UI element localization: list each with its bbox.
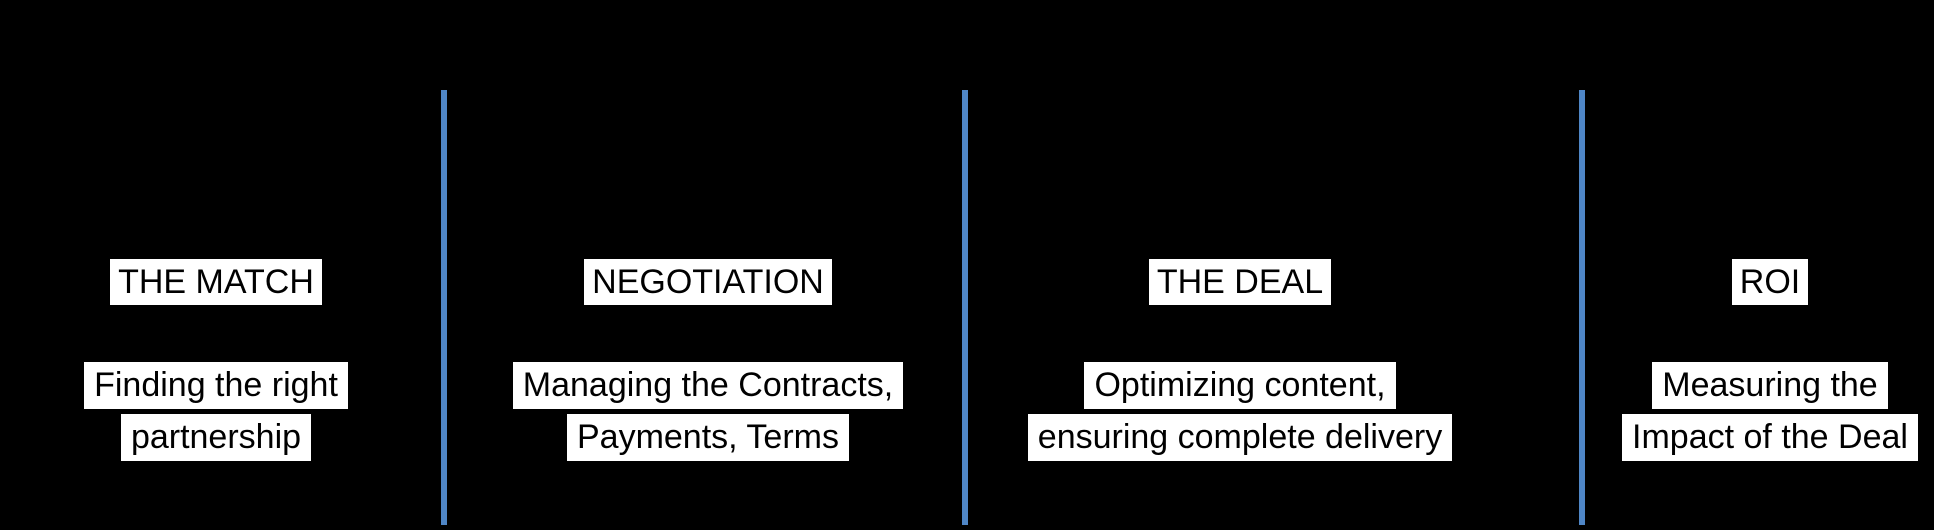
divider-line	[1579, 90, 1585, 525]
phase-description-line: Finding the right	[84, 362, 348, 409]
phase-description: Finding the right partnership	[0, 362, 476, 461]
phase-title-label: ROI	[1731, 259, 1809, 305]
phase-description-line: Optimizing content,	[1084, 362, 1396, 409]
phase-title: THE DEAL	[980, 259, 1500, 305]
phase-description-line: Impact of the Deal	[1622, 414, 1918, 461]
phase-title-label: THE MATCH	[110, 259, 322, 305]
phase-description: Measuring the Impact of the Deal	[1510, 362, 1934, 461]
phase-description-line: ensuring complete delivery	[1027, 414, 1453, 461]
phase-roi: ROI Measuring the Impact of the Deal	[1510, 0, 1934, 530]
divider-line	[962, 90, 968, 525]
phase-title: NEGOTIATION	[448, 259, 968, 305]
phase-description-line: Payments, Terms	[566, 414, 849, 461]
phase-description: Optimizing content, ensuring complete de…	[980, 362, 1500, 461]
phase-title: ROI	[1510, 259, 1934, 305]
phase-description-line: Managing the Contracts,	[512, 362, 904, 409]
phase-negotiation: NEGOTIATION Managing the Contracts, Paym…	[448, 0, 968, 530]
phase-title-label: THE DEAL	[1148, 259, 1332, 305]
phase-the-match: THE MATCH Finding the right partnership	[0, 0, 476, 530]
phase-description-line: partnership	[120, 414, 312, 461]
divider-line	[441, 90, 447, 525]
phase-title: THE MATCH	[0, 259, 476, 305]
phase-title-label: NEGOTIATION	[584, 259, 832, 305]
phase-description: Managing the Contracts, Payments, Terms	[448, 362, 968, 461]
phase-description-line: Measuring the	[1652, 362, 1888, 409]
phase-the-deal: THE DEAL Optimizing content, ensuring co…	[980, 0, 1500, 530]
